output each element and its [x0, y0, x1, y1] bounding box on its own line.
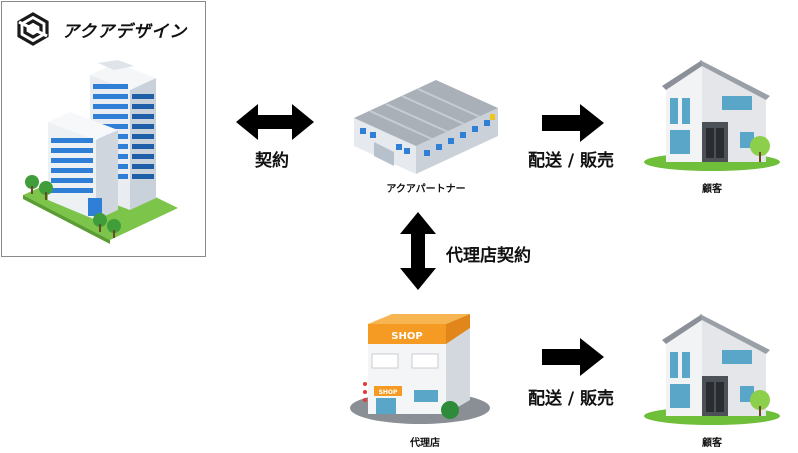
agency-label: 代理店 [410, 438, 440, 449]
shop-small-sign-text: SHOP [379, 389, 398, 396]
partner-label: アクアパートナー [386, 184, 466, 195]
house-illustration-bottom [644, 314, 780, 425]
office-building-illustration [23, 60, 178, 244]
house-illustration-top [644, 60, 780, 171]
warehouse-illustration [354, 62, 498, 174]
company-logo-icon [17, 12, 49, 46]
right-arrow-bottom-icon [542, 338, 604, 376]
contract-label: 契約 [255, 151, 289, 171]
customer-label-bottom: 顧客 [702, 438, 722, 449]
company-name: アクアデザイン [62, 22, 188, 42]
customer-label-top: 顧客 [702, 184, 722, 195]
shop-illustration: SHOP SHOP [350, 314, 490, 424]
contract-double-arrow-icon [236, 104, 314, 140]
right-arrow-top-icon [542, 104, 604, 142]
shop-sign-text: SHOP [391, 331, 422, 342]
distribution-label-top: 配送 / 販売 [528, 151, 615, 171]
agency-contract-label: 代理店契約 [446, 246, 531, 266]
agency-contract-double-arrow-icon [400, 212, 436, 290]
distribution-label-bottom: 配送 / 販売 [528, 389, 615, 409]
